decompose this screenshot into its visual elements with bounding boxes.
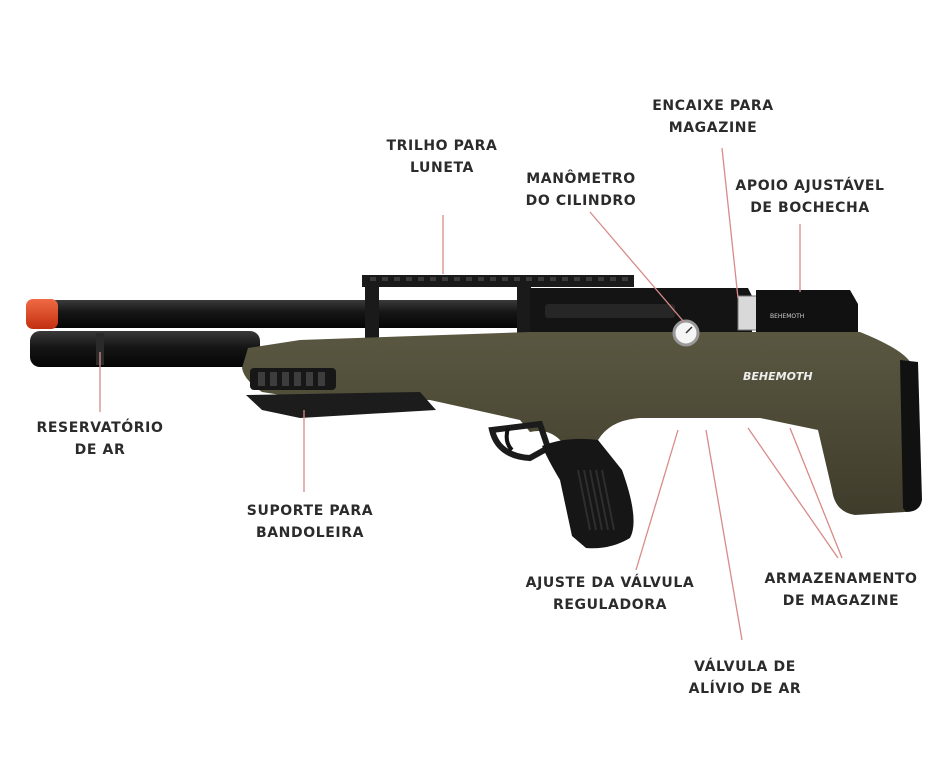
scope-rail-slots — [370, 277, 628, 281]
leader-magazine-storage-1 — [747, 427, 839, 559]
forend-slot — [258, 372, 265, 386]
rail-slot — [586, 277, 592, 281]
magazine-slot — [737, 295, 759, 331]
rail-slot — [454, 277, 460, 281]
rail-slot — [406, 277, 412, 281]
leader-magazine-storage-2 — [789, 427, 843, 559]
rail-slot — [394, 277, 400, 281]
callout-magazine-storage: ARMAZENAMENTO DE MAGAZINE — [764, 571, 918, 609]
gauge-needle — [685, 326, 693, 334]
callout-relief-valve: VÁLVULA DE ALÍVIO DE AR — [688, 659, 802, 697]
rail-slot — [574, 277, 580, 281]
rail-slot — [478, 277, 484, 281]
rail-slot — [502, 277, 508, 281]
forend-slot — [282, 372, 289, 386]
cheek-brand: BEHEMOTH — [770, 313, 804, 320]
upper-barrel — [48, 300, 548, 328]
rail-slot — [526, 277, 532, 281]
grip-ridge — [589, 469, 603, 531]
callout-cheek-rest: APOIO AJUSTÁVEL DE BOCHECHA — [735, 178, 885, 216]
leader-regulator-valve — [635, 429, 679, 571]
forend-slot — [318, 372, 325, 386]
forend-slot — [306, 372, 313, 386]
rail-slot — [514, 277, 520, 281]
trigger — [504, 427, 514, 452]
lower-forend — [246, 392, 436, 418]
rail-slot — [622, 277, 628, 281]
rail-support-right — [517, 285, 531, 339]
grip-ridge — [595, 469, 609, 531]
leader-magazine-slot — [721, 147, 739, 299]
muzzle-cap — [26, 299, 58, 329]
callout-regulator-valve: AJUSTE DA VÁLVULA REGULADORA — [525, 575, 695, 613]
forend-slot — [270, 372, 277, 386]
callout-scope-rail: TRILHO PARA LUNETA — [386, 138, 498, 176]
stock-body — [242, 332, 919, 515]
leader-pressure-gauge — [589, 211, 685, 323]
forend-slot — [294, 372, 301, 386]
air-reservoir-tube — [30, 331, 260, 367]
rail-slot — [382, 277, 388, 281]
rail-slot — [442, 277, 448, 281]
forend-rail-slots — [258, 372, 325, 386]
rail-slot — [490, 277, 496, 281]
rail-slot — [430, 277, 436, 281]
rail-slot — [538, 277, 544, 281]
scope-rail — [362, 275, 634, 287]
leader-relief-valve — [705, 429, 743, 641]
callout-air-reservoir: RESERVATÓRIO DE AR — [36, 420, 164, 458]
grip-texture — [577, 469, 615, 531]
rail-slot — [550, 277, 556, 281]
leader-lines — [99, 147, 843, 641]
rail-support-left — [365, 285, 379, 339]
receiver-detail — [545, 304, 675, 318]
rail-slot — [562, 277, 568, 281]
brand-plate: BEHEMOTH — [743, 370, 813, 383]
grip-ridge — [577, 469, 591, 531]
callout-pressure-gauge: MANÔMETRO DO CILINDRO — [525, 171, 637, 209]
callout-sling-mount: SUPORTE PARA BANDOLEIRA — [246, 503, 374, 541]
cheek-rest — [756, 290, 858, 338]
rail-slot — [598, 277, 604, 281]
butt-pad — [900, 360, 922, 512]
grip-ridge — [583, 469, 597, 531]
reservoir-collar — [96, 333, 104, 365]
rail-slot — [370, 277, 376, 281]
callout-magazine-slot: ENCAIXE PARA MAGAZINE — [652, 98, 774, 136]
rail-slot — [610, 277, 616, 281]
trigger-guard — [488, 420, 552, 462]
rail-slot — [466, 277, 472, 281]
grip-ridge — [601, 469, 615, 531]
rail-slot — [418, 277, 424, 281]
